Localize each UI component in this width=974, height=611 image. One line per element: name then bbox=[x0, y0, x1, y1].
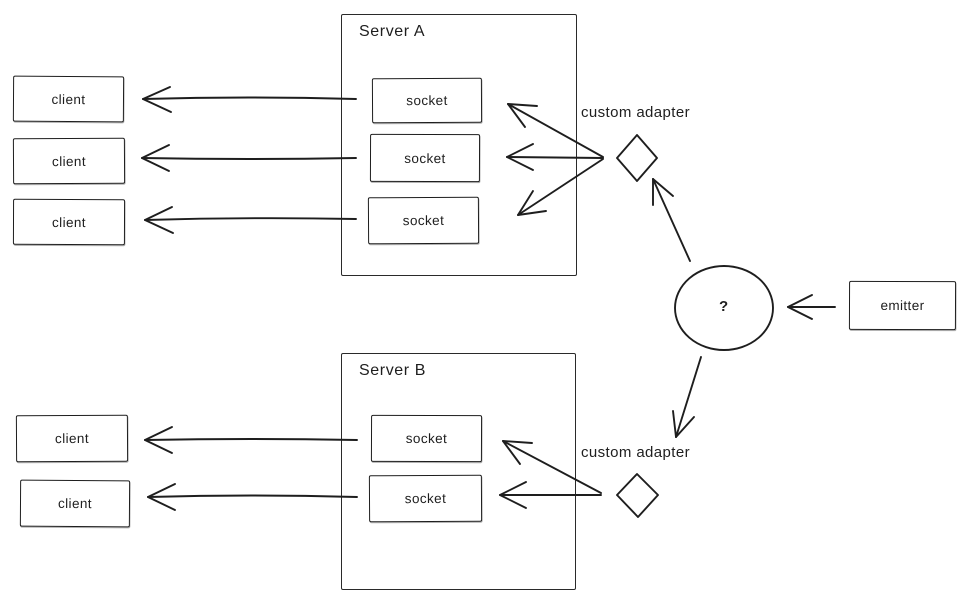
client-label: client bbox=[57, 495, 92, 512]
client-label: client bbox=[54, 430, 89, 447]
server-b-title: Server B bbox=[359, 362, 427, 379]
arrow-socketB2-to-client5 bbox=[147, 483, 358, 511]
client-label: client bbox=[51, 91, 86, 107]
custom-adapter-label-bottom: custom adapter bbox=[581, 444, 690, 461]
emitter-label: emitter bbox=[880, 297, 925, 314]
client-box-2: client bbox=[12, 137, 126, 185]
server-a-title: Server A bbox=[359, 23, 426, 40]
client-box-5: client bbox=[19, 479, 131, 528]
arrow-socketA1-to-client1 bbox=[142, 86, 357, 113]
server-a-socket-2: socket bbox=[369, 133, 481, 183]
arrow-socketA3-to-client3 bbox=[144, 206, 357, 234]
emitter-box: emitter bbox=[848, 280, 957, 331]
arrow-socketB1-to-client4 bbox=[144, 426, 358, 454]
client-box-4: client bbox=[15, 414, 129, 463]
arrow-hub-to-adapterBottom bbox=[672, 356, 702, 438]
hub-question-label: ? bbox=[719, 298, 729, 315]
server-b-box: Server B bbox=[341, 353, 576, 590]
server-b-socket-1: socket bbox=[370, 414, 483, 463]
socket-label: socket bbox=[404, 150, 446, 166]
arrow-emitter-to-hub bbox=[787, 294, 836, 320]
custom-adapter-diamond-top bbox=[616, 134, 658, 182]
client-box-1: client bbox=[12, 75, 125, 123]
custom-adapter-diamond-bottom bbox=[616, 473, 659, 518]
server-b-socket-2: socket bbox=[368, 474, 483, 523]
socket-label: socket bbox=[405, 430, 448, 447]
custom-adapter-label-top: custom adapter bbox=[581, 104, 690, 121]
socket-label: socket bbox=[402, 212, 445, 229]
client-label: client bbox=[51, 153, 86, 169]
socket-label: socket bbox=[404, 490, 447, 507]
arrow-socketA2-to-client2 bbox=[141, 144, 357, 172]
arrow-hub-to-adapterTop bbox=[652, 178, 691, 262]
client-box-3: client bbox=[12, 198, 126, 246]
server-a-socket-3: socket bbox=[367, 196, 480, 245]
socket-label: socket bbox=[406, 92, 448, 109]
client-label: client bbox=[52, 214, 86, 230]
server-a-socket-1: socket bbox=[371, 77, 483, 124]
